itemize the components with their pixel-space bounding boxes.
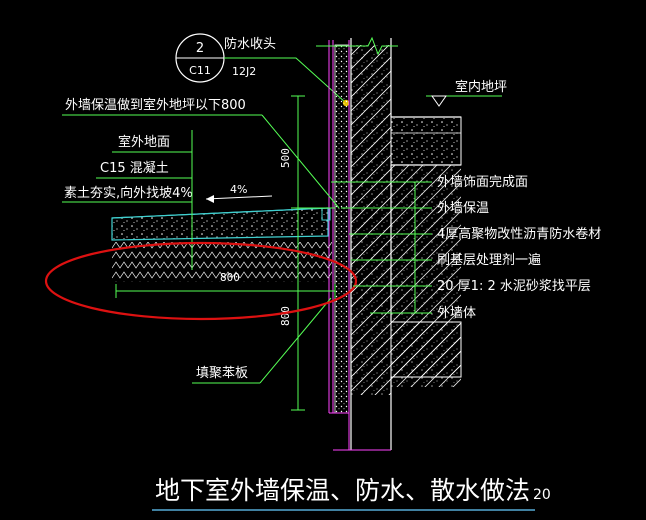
insulation-note: 外墙保温做到室外地坪以下800: [65, 97, 246, 113]
slope-arrowhead: [206, 195, 214, 203]
slope-arrow: [205, 195, 273, 200]
layer-label-4: 刷基层处理剂一遍: [437, 252, 541, 268]
dim-horizontal-label: 800: [220, 271, 240, 284]
concrete-label: C15 混凝土: [100, 160, 169, 176]
soil-label: 素土夯实,向外找坡4%: [64, 185, 193, 201]
soil-fill: [112, 242, 332, 282]
floor-slab: [390, 116, 462, 166]
board-label: 填聚苯板: [196, 366, 248, 381]
layer-label-1: 外墙饰面完成面: [437, 175, 528, 190]
drawing-title: 地下室外墙保温、防水、散水做法: [155, 476, 530, 505]
break-line: [316, 36, 398, 56]
layer-labels: 外墙饰面完成面 外墙保温 4厚高聚物改性沥青防水卷材 刷基层处理剂一遍 20 厚…: [331, 175, 601, 321]
layer-label-6: 外墙体: [437, 306, 476, 321]
detail-sheet: C11: [189, 64, 211, 77]
insulation-note-leader: [261, 114, 340, 209]
footing-box: [390, 321, 462, 378]
outdoor-ground-label: 室外地面: [118, 134, 170, 150]
board-leader: [259, 297, 332, 384]
indoor-floor-label: 室内地坪: [455, 79, 507, 95]
apron-top-line: [111, 207, 329, 219]
layer-label-5: 20 厚1: 2 水泥砂浆找平层: [437, 279, 591, 294]
dim-upper-label: 500: [279, 148, 292, 168]
slope-label: 4%: [230, 183, 247, 196]
dim-lower-label: 800: [279, 306, 292, 326]
drawing-scale: 20: [533, 487, 551, 503]
detail-reference: 2 C11 12J2 防水收头: [175, 33, 350, 107]
layer-label-3: 4厚高聚物改性沥青防水卷材: [437, 226, 601, 242]
indoor-floor-marker: [431, 95, 447, 107]
detail-atlas: 12J2: [232, 65, 256, 78]
layer-label-2: 外墙保温: [437, 201, 489, 216]
insulation-layer: [334, 44, 350, 414]
detail-number: 2: [196, 41, 204, 56]
detail-label: 防水收头: [224, 36, 276, 52]
highlight-ellipse: [44, 241, 358, 321]
wall-upper-dots: [351, 45, 391, 395]
